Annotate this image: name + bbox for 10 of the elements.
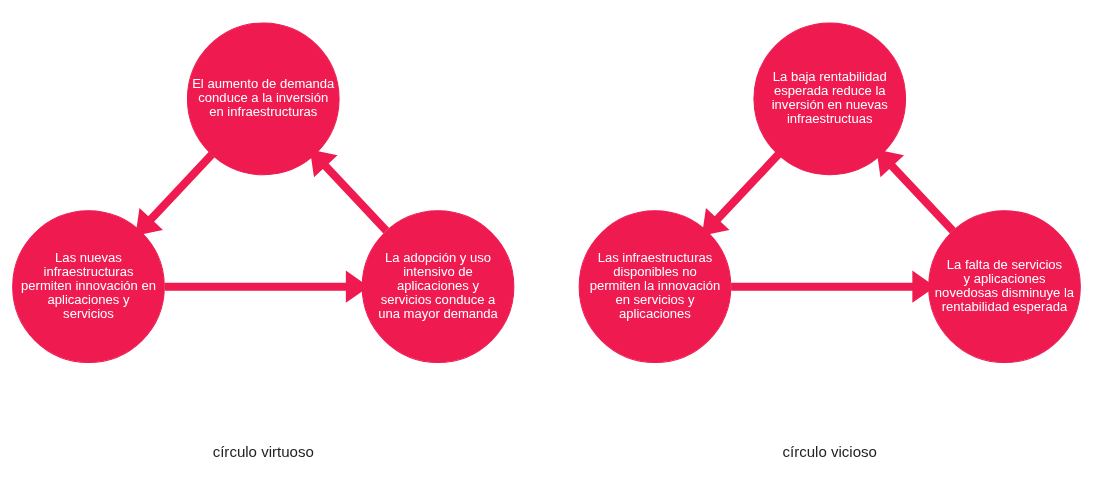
arrow [309, 149, 390, 234]
arrow [876, 149, 956, 234]
node-circle: La falta de servicios y aplicaciones novedosas disminuye la rentabilidad esperada [928, 210, 1081, 363]
label: círculo vicioso [782, 443, 877, 461]
node-circle: Las infraestructuras disponibles no permiten la innovación en servicios y aplicaciones [578, 210, 732, 363]
label: círculo virtuoso [212, 443, 314, 461]
arrow [135, 151, 215, 236]
node-circle: Las nuevas infraestructuras permiten innovación en aplicaciones y servicios [12, 210, 165, 363]
node-circle: La adopción y uso intensivo de aplicaciones y servicios conduce a una mayor demanda [361, 210, 515, 363]
arrow [701, 151, 782, 236]
